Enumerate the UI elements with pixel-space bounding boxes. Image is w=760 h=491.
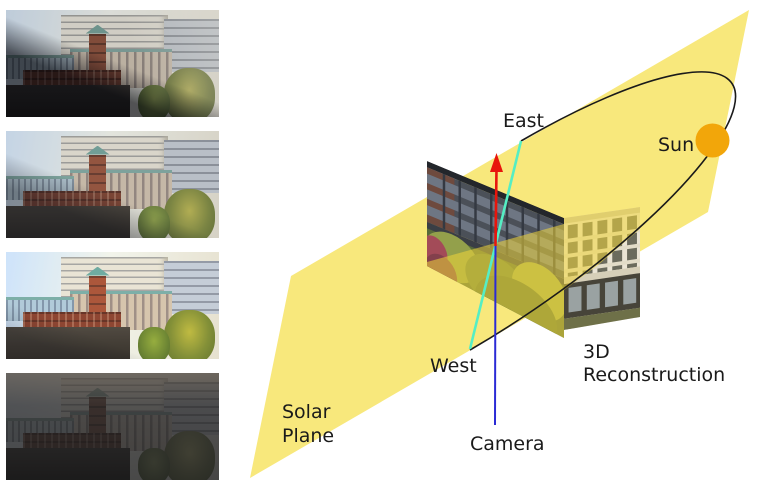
timelapse-photo-afternoon bbox=[6, 252, 219, 359]
lighting-overlay bbox=[6, 373, 219, 480]
sun-disc bbox=[695, 123, 730, 158]
sidewalk-greenery bbox=[564, 307, 640, 330]
mid-band bbox=[564, 266, 640, 285]
right-buildings bbox=[163, 139, 219, 194]
tree bbox=[163, 309, 215, 359]
tree bbox=[138, 205, 171, 238]
tree bbox=[163, 188, 215, 238]
timelapse-photo-midmorning bbox=[6, 131, 219, 238]
lighting-overlay bbox=[6, 252, 219, 359]
right-buildings bbox=[163, 260, 219, 315]
plane-tint-over-right-image bbox=[564, 207, 640, 290]
solar-plane-label-line1: Solar bbox=[282, 401, 331, 423]
lighting-overlay bbox=[6, 131, 219, 238]
camera-axis-line bbox=[494, 245, 497, 426]
tree bbox=[138, 326, 171, 359]
lighting-overlay bbox=[6, 10, 219, 117]
up-axis-shaft bbox=[494, 168, 498, 247]
storefront bbox=[564, 273, 640, 319]
timelapse-photo-dusk bbox=[6, 373, 219, 480]
sun-path-arc bbox=[470, 2, 760, 350]
east-label: East bbox=[503, 110, 544, 132]
timelapse-photo-morning bbox=[6, 10, 219, 117]
timelapse-photo-column bbox=[6, 10, 219, 480]
reconstruction-label-line1: 3D bbox=[583, 341, 610, 363]
storefront-glass bbox=[568, 278, 637, 313]
foreground-roofs bbox=[6, 326, 130, 359]
west-label: West bbox=[430, 355, 477, 377]
reconstruction-label-line2: Reconstruction bbox=[583, 364, 725, 386]
solar-plane-label-line2: Plane bbox=[282, 425, 334, 447]
left-low-building bbox=[6, 296, 75, 322]
camera-label: Camera bbox=[470, 433, 545, 455]
foreground-roofs bbox=[6, 205, 130, 238]
up-axis-arrowhead bbox=[490, 153, 503, 172]
sun-label: Sun bbox=[658, 134, 694, 156]
